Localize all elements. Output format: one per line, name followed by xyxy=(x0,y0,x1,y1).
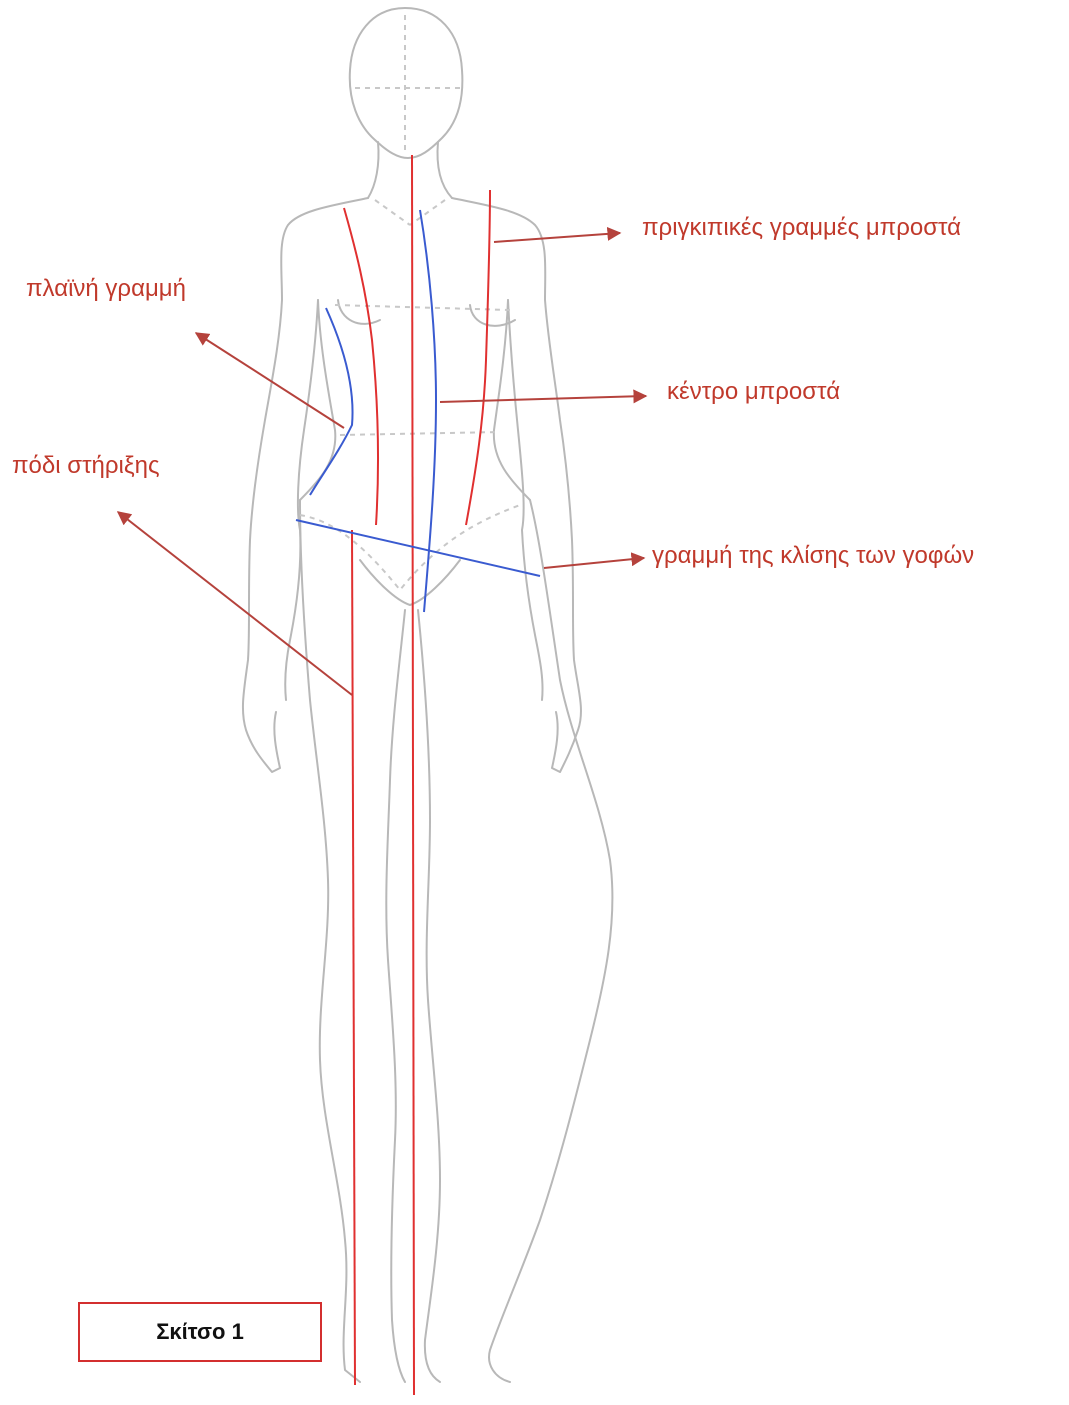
underwear-guide xyxy=(300,505,520,590)
croquis-outline xyxy=(243,8,612,1382)
arrow-princess-lines xyxy=(494,233,620,242)
label-princess-lines: πριγκιπικές γραμμές μπροστά xyxy=(642,214,961,242)
bust-left xyxy=(338,300,380,324)
label-side-line: πλαϊνή γραμμή xyxy=(26,275,186,303)
neck-right xyxy=(438,142,452,198)
hip-tilt-line xyxy=(296,520,540,576)
head-outline xyxy=(350,8,463,158)
caption-text: Σκίτσο 1 xyxy=(156,1319,244,1345)
caption-box: Σκίτσο 1 xyxy=(78,1302,322,1362)
red-lines xyxy=(344,155,490,1395)
waist-guide xyxy=(340,432,500,435)
center-plumb-line xyxy=(412,155,414,1395)
shoulder-guide-right xyxy=(410,200,445,225)
crotch-line xyxy=(360,560,460,605)
shoulder-guide-left xyxy=(375,200,410,225)
arrow-hip-tilt xyxy=(544,558,644,568)
left-arm-inner xyxy=(285,300,318,700)
right-leg-inner xyxy=(418,610,440,1382)
right-leg-outer xyxy=(489,500,612,1382)
princess-line-right xyxy=(466,190,490,525)
label-hip-tilt-line: γραμμή της κλίσης των γοφών xyxy=(652,542,974,570)
arrow-center-front xyxy=(440,396,646,402)
support-leg-line xyxy=(352,530,355,1385)
torso-left-side xyxy=(300,300,335,500)
arrow-support-leg xyxy=(118,512,352,695)
left-leg-inner xyxy=(386,610,405,1382)
label-support-leg: πόδι στήριξης xyxy=(12,452,160,480)
label-center-front: κέντρο μπροστά xyxy=(667,378,840,406)
left-leg-outer xyxy=(300,500,360,1382)
right-arm-inner xyxy=(508,300,543,700)
bust-guide xyxy=(335,305,510,310)
princess-line-left xyxy=(344,208,378,525)
left-arm-outline xyxy=(243,198,368,772)
neck-left xyxy=(368,142,379,198)
